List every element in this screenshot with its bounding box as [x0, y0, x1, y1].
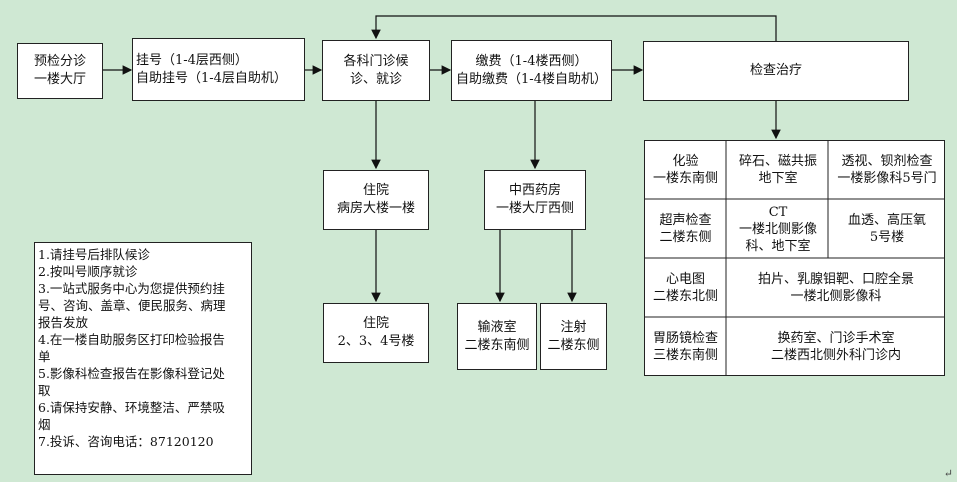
cell-text: 拍片、乳腺钼靶、口腔全景 — [757, 272, 914, 287]
notice-line: 6.请保持安静、环境整洁、严禁吸 — [38, 400, 225, 415]
exam-cell-lab: 化验 一楼东南侧 — [645, 141, 726, 199]
notice-line: 5.影像科检查报告在影像科登记处 — [38, 366, 225, 381]
notice-line: 烟 — [38, 417, 51, 432]
exam-cell-endoscopy: 胃肠镜检查 三楼东南侧 — [645, 318, 726, 375]
cell-text: 换药室、门诊手术室 — [777, 330, 895, 346]
register-line1: 挂号（1-4层西侧） — [136, 52, 248, 68]
exam-cell-ct: CT 一楼北侧影像 科、地下室 — [727, 200, 829, 258]
clinic-box: 各科门诊候 诊、就诊 — [322, 40, 430, 101]
clinic-line2: 诊、就诊 — [349, 71, 402, 87]
cell-text: 化验 — [672, 154, 699, 169]
cell-text: 二楼西北侧外科门诊内 — [770, 347, 901, 363]
cell-text: 血透、高压氧 — [847, 213, 926, 228]
register-line2: 自助挂号（1-4层自助机） — [136, 70, 287, 86]
exam-box: 检查治疗 — [643, 41, 909, 101]
notice-line: 4.在一楼自助服务区打印检验报告 — [38, 332, 225, 347]
cell-text: 科、地下室 — [745, 238, 811, 254]
cell-text: CT — [768, 204, 788, 220]
injection-line2: 二楼东侧 — [547, 337, 600, 353]
pharmacy-line1: 中西药房 — [508, 183, 561, 198]
cell-text: 一楼北侧影像科 — [790, 289, 882, 304]
inpatient-line2: 病房大楼一楼 — [336, 201, 415, 216]
payment-box: 缴费（1-4楼西侧） 自助缴费（1-4楼自助机） — [451, 40, 612, 101]
exam-table-lines — [645, 141, 944, 375]
inpatient-building-line2: 2、3、4号楼 — [337, 334, 415, 349]
cell-text: 透视、钡剂检查 — [841, 154, 933, 169]
cell-text: 碎石、磁共振 — [738, 154, 817, 169]
arrow-exam-back-clinic — [371, 15, 777, 41]
inpatient-line1: 住院 — [362, 183, 389, 198]
cell-text: 三楼东南侧 — [652, 347, 718, 363]
exam-cell-fluoroscopy: 透视、钡剂检查 一楼影像科5号门 — [829, 141, 945, 199]
payment-line1: 缴费（1-4楼西侧） — [475, 53, 588, 69]
pharmacy-line2: 一楼大厅西侧 — [495, 201, 574, 216]
paragraph-mark: ↵ — [943, 467, 953, 480]
injection-line1: 注射 — [560, 319, 587, 335]
infusion-line1: 输液室 — [477, 319, 517, 335]
cell-text: 超声检查 — [659, 213, 712, 228]
injection-box: 注射 二楼东侧 — [540, 303, 607, 370]
notice-line: 取 — [38, 383, 51, 398]
notice-line: 单 — [38, 349, 51, 364]
notice-line: 1.请挂号后排队候诊 — [38, 247, 150, 262]
triage-line2: 一楼大厅 — [33, 72, 86, 87]
clinic-line1: 各科门诊候 — [343, 53, 409, 69]
infusion-line2: 二楼东南侧 — [464, 337, 530, 353]
exam-cell-lithotripsy-mri: 碎石、磁共振 地下室 — [727, 141, 829, 199]
cell-text: 5号楼 — [869, 230, 905, 245]
exam-cell-ultrasound: 超声检查 二楼东侧 — [645, 200, 726, 258]
exam-cell-dressing: 换药室、门诊手术室 二楼西北侧外科门诊内 — [727, 318, 945, 375]
cell-text: 一楼东南侧 — [652, 171, 718, 186]
cell-text: 二楼东北侧 — [652, 289, 718, 304]
notice-line: 3.一站式服务中心为您提供预约挂 — [38, 281, 225, 296]
cell-text: 胃肠镜检查 — [652, 330, 718, 346]
notice-line: 号、咨询、盖章、便民服务、病理 — [38, 298, 226, 313]
cell-text: 一楼北侧影像 — [738, 221, 817, 237]
cell-text: 地下室 — [758, 171, 798, 186]
payment-line2: 自助缴费（1-4楼自助机） — [456, 71, 607, 87]
cell-text: 二楼东侧 — [659, 230, 712, 245]
exam-location-table: 化验 一楼东南侧 碎石、磁共振 地下室 透视、钡剂检查 一楼影像科5号门 超声检… — [644, 140, 945, 376]
pharmacy-box: 中西药房 一楼大厅西侧 — [484, 170, 586, 230]
cell-text: 心电图 — [665, 272, 705, 287]
exam-cell-xray: 拍片、乳腺钼靶、口腔全景 一楼北侧影像科 — [727, 259, 945, 317]
notice-box: 1.请挂号后排队候诊 2.按叫号顺序就诊 3.一站式服务中心为您提供预约挂 号、… — [34, 242, 252, 475]
inpatient-box: 住院 病房大楼一楼 — [323, 170, 429, 230]
exam-cell-ecg: 心电图 二楼东北侧 — [645, 259, 726, 317]
notice-line: 报告发放 — [38, 315, 89, 330]
register-box: 挂号（1-4层西侧） 自助挂号（1-4层自助机） — [132, 38, 305, 101]
infusion-box: 输液室 二楼东南侧 — [457, 303, 537, 370]
notice-line: 2.按叫号顺序就诊 — [38, 264, 138, 279]
triage-line1: 预检分诊 — [33, 54, 86, 69]
notice-line: 7.投诉、咨询电话：87120120 — [38, 434, 214, 449]
cell-text: 一楼影像科5号门 — [837, 171, 937, 186]
exam-label: 检查治疗 — [749, 63, 802, 78]
exam-cell-dialysis: 血透、高压氧 5号楼 — [829, 200, 945, 258]
inpatient-building-line1: 住院 — [362, 316, 389, 331]
triage-box: 预检分诊 一楼大厅 — [17, 43, 103, 99]
inpatient-building-box: 住院 2、3、4号楼 — [323, 303, 429, 363]
